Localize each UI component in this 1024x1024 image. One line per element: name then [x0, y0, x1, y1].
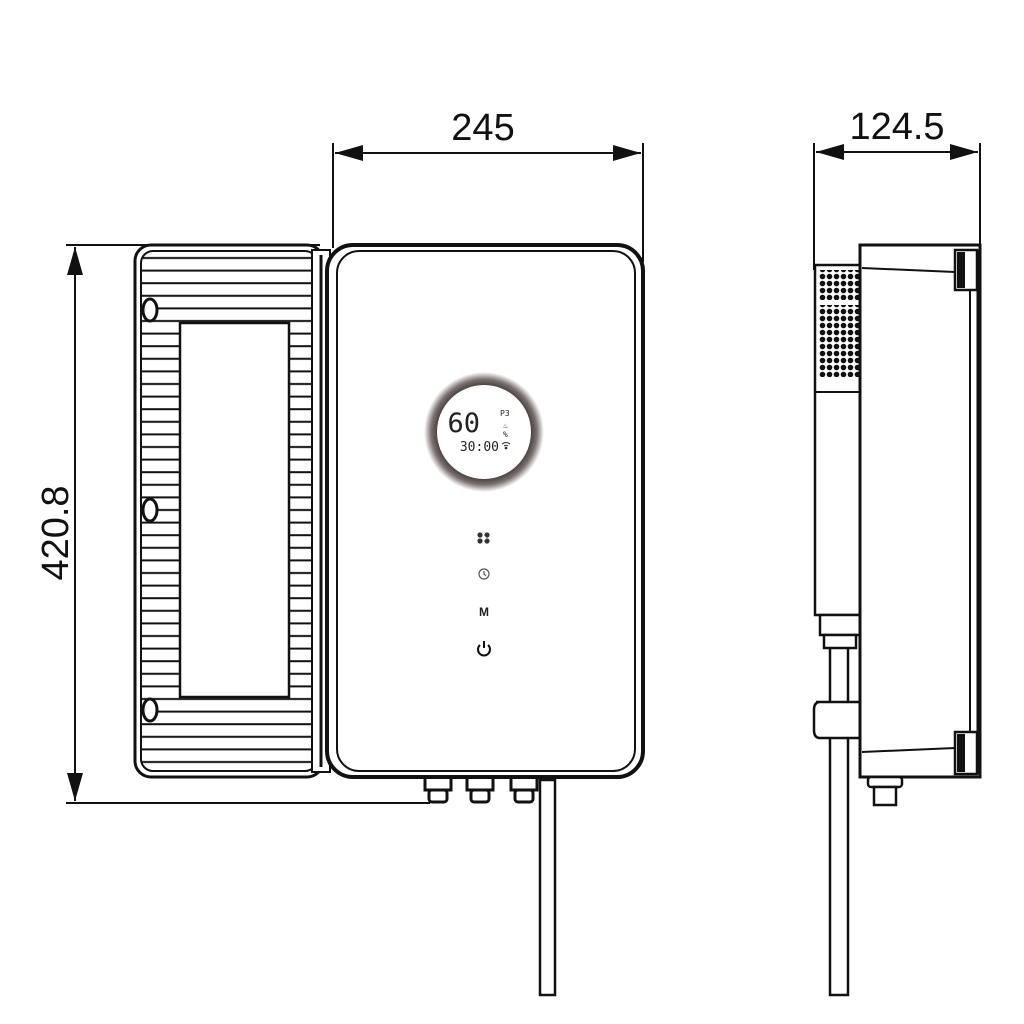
timer-readout: 30:00 — [460, 440, 499, 455]
mode-button[interactable]: M — [479, 605, 489, 619]
fan-icon — [477, 532, 490, 544]
depth-dimension: 124.5 — [813, 106, 981, 270]
power-icon — [477, 641, 491, 657]
clock-icon — [478, 568, 490, 580]
heat-icon: ♨ — [503, 421, 508, 430]
wifi-icon — [501, 442, 511, 450]
fan-button[interactable] — [477, 532, 490, 544]
front-panel — [325, 243, 645, 779]
open-cover — [133, 243, 331, 779]
mode-readout: P3 — [500, 409, 510, 418]
width-dimension: 245 — [332, 107, 644, 262]
display: 60 P3 ♨ % 30:00 — [424, 372, 544, 492]
power-button[interactable] — [477, 641, 491, 657]
bottom-connectors — [423, 774, 557, 997]
width-label: 245 — [451, 107, 514, 149]
depth-label: 124.5 — [849, 106, 944, 148]
height-dimension: 420.8 — [35, 244, 430, 804]
height-label: 420.8 — [35, 485, 77, 580]
temperature-readout: 60 — [447, 408, 480, 439]
unit-readout: % — [503, 430, 508, 439]
timer-button[interactable] — [478, 568, 490, 580]
side-view — [812, 243, 982, 997]
